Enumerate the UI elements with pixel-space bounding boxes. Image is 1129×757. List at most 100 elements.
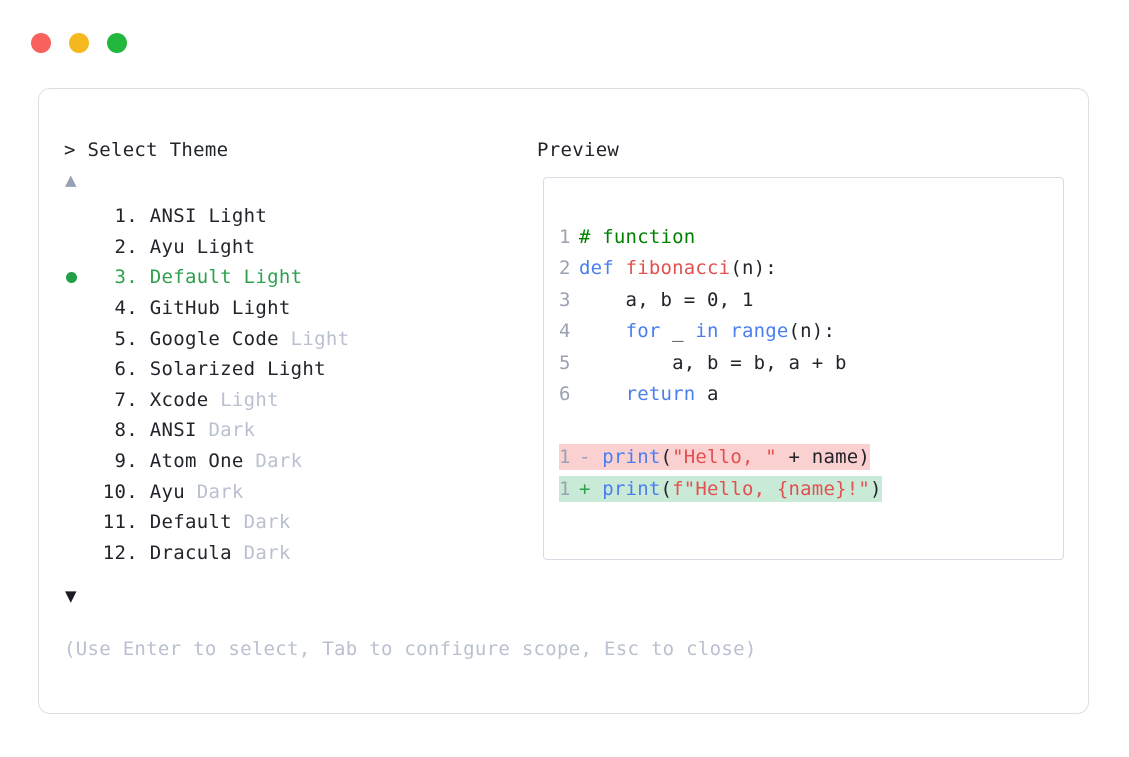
code-token: (n): xyxy=(730,257,777,280)
code-line: 1 # function xyxy=(559,221,882,253)
theme-option-row[interactable]: 8. ANSI Dark xyxy=(64,415,494,446)
theme-option-number: 3. xyxy=(114,266,138,289)
code-token: 0 xyxy=(707,288,719,311)
code-token: (n): xyxy=(788,320,836,343)
code-token xyxy=(579,383,626,405)
code-token: {name} xyxy=(776,477,847,500)
close-window-button[interactable] xyxy=(31,33,51,53)
code-token: !" xyxy=(846,477,871,500)
theme-option-variant: Light xyxy=(290,327,350,350)
theme-option-row[interactable]: 7. Xcode Light xyxy=(64,385,494,416)
maximize-window-button[interactable] xyxy=(107,33,127,53)
theme-option-number: 6. xyxy=(114,358,138,381)
theme-option-row[interactable]: 9. Atom One Dark xyxy=(64,446,494,477)
code-line: 5 a, b = b, a + b xyxy=(559,347,882,379)
code-token: fibonacci xyxy=(625,257,731,280)
theme-option-number: 11. xyxy=(102,511,138,534)
theme-option-number: 2. xyxy=(114,235,138,258)
theme-option-name: Dracula xyxy=(138,541,244,564)
select-theme-prompt-label: > Select Theme xyxy=(64,139,229,161)
code-token: def xyxy=(579,257,626,280)
theme-option-variant: Light xyxy=(267,358,326,381)
theme-option-variant: Light xyxy=(196,235,256,258)
diff-line: 1- print("Hello, " + name) xyxy=(559,442,882,474)
theme-option-row[interactable]: 12. Dracula Dark xyxy=(64,538,494,569)
theme-option-row[interactable]: 1. ANSI Light xyxy=(64,201,494,232)
code-line-number: 5 xyxy=(559,351,571,374)
theme-option-number: 8. xyxy=(114,419,138,442)
theme-option-number: 1. xyxy=(114,205,138,228)
theme-option-number: 7. xyxy=(114,388,138,411)
theme-option-number: 10. xyxy=(102,480,138,503)
theme-picker-panel: > Select Theme Preview ▲ ▼ 1. ANSI Light… xyxy=(38,88,1089,714)
code-line: 2 def fibonacci(n): xyxy=(559,253,882,285)
code-token: ) xyxy=(870,477,882,500)
code-token: , xyxy=(718,288,742,311)
code-token: print xyxy=(602,446,661,469)
preview-header-label: Preview xyxy=(537,139,620,161)
code-line: 4 for _ in range(n): xyxy=(559,316,882,348)
traffic-lights xyxy=(31,33,127,53)
theme-option-name: Default xyxy=(138,511,244,534)
theme-option-variant: Light xyxy=(208,205,268,228)
code-token: a, b = xyxy=(579,288,708,311)
theme-option-row[interactable]: 3. Default Light xyxy=(64,262,494,293)
theme-option-row[interactable]: 5. Google Code Light xyxy=(64,323,494,354)
theme-option-name: Solarized xyxy=(138,358,268,381)
scroll-down-icon[interactable]: ▼ xyxy=(65,587,77,605)
minimize-window-button[interactable] xyxy=(69,33,89,53)
theme-option-variant: Dark xyxy=(255,450,303,473)
code-token: + name) xyxy=(776,446,871,469)
code-line-number: 3 xyxy=(559,288,571,311)
code-token: 1 xyxy=(741,288,754,311)
theme-option-name: Atom One xyxy=(138,450,256,473)
code-token: ( xyxy=(660,446,673,469)
theme-option-row[interactable]: 10. Ayu Dark xyxy=(64,476,494,507)
theme-option-row[interactable]: 2. Ayu Light xyxy=(64,232,494,263)
selected-bullet-icon xyxy=(66,271,77,283)
theme-option-variant: Dark xyxy=(196,480,244,503)
theme-option-variant: Dark xyxy=(208,419,256,442)
theme-option-name: Ayu xyxy=(138,480,197,503)
code-line: 6 return a xyxy=(559,379,882,411)
diff-line-number: 1 xyxy=(559,477,571,500)
code-token: _ xyxy=(660,320,696,343)
theme-option-number: 4. xyxy=(114,297,138,320)
window-titlebar xyxy=(0,0,1129,86)
diff-line-number: 1 xyxy=(559,446,571,469)
diff-line: 1+ print(f"Hello, {name}!") xyxy=(559,473,882,505)
theme-option-variant: Light xyxy=(220,388,279,411)
code-token: # function xyxy=(579,225,696,248)
code-blank-line xyxy=(559,410,882,442)
theme-option-name: Default xyxy=(138,266,244,289)
theme-option-variant: Dark xyxy=(243,511,291,534)
theme-option-number: 5. xyxy=(114,327,138,350)
theme-option-variant: Dark xyxy=(243,541,291,564)
code-token xyxy=(579,320,626,342)
code-token: a xyxy=(695,383,719,406)
code-line: 3 a, b = 0, 1 xyxy=(559,284,882,316)
theme-option-name: ANSI xyxy=(138,419,209,442)
code-token: a, b = b, a + b xyxy=(579,351,847,374)
theme-option-row[interactable]: 4. GitHub Light xyxy=(64,293,494,324)
code-line-number: 1 xyxy=(559,225,571,248)
theme-option-variant: Light xyxy=(243,266,303,289)
code-token: print xyxy=(602,477,661,500)
theme-option-name: GitHub xyxy=(138,297,232,320)
theme-option-number: 12. xyxy=(102,541,138,564)
theme-option-name: Google Code xyxy=(138,327,291,350)
diff-highlight: 1+ print(f"Hello, {name}!") xyxy=(559,475,882,502)
scroll-up-icon[interactable]: ▲ xyxy=(65,171,77,189)
theme-option-number: 9. xyxy=(114,450,138,473)
keyboard-hint-text: (Use Enter to select, Tab to configure s… xyxy=(64,638,757,660)
code-token: "Hello, " xyxy=(672,446,777,469)
code-line-number: 6 xyxy=(559,383,571,406)
code-line-number: 4 xyxy=(559,320,571,343)
theme-option-name: Ayu xyxy=(138,235,197,258)
code-token: in range xyxy=(695,320,789,343)
code-line-number: 2 xyxy=(559,257,571,280)
theme-option-row[interactable]: 6. Solarized Light xyxy=(64,354,494,385)
theme-option-row[interactable]: 11. Default Dark xyxy=(64,507,494,538)
